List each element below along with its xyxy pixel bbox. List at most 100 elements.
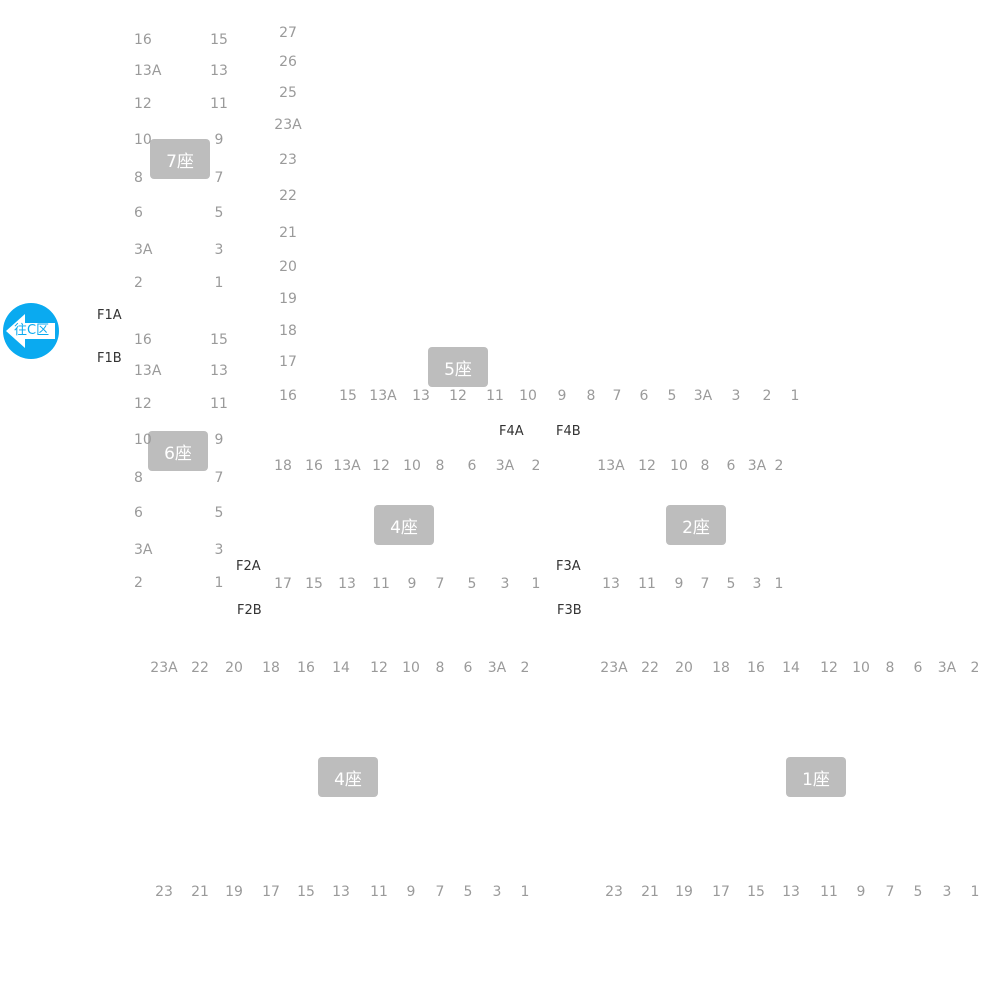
unit-number: 13	[338, 576, 356, 592]
unit-number: 8	[134, 470, 143, 486]
unit-number: 3A	[747, 458, 767, 474]
unit-number: 9	[406, 884, 416, 900]
unit-number: 9	[214, 132, 224, 148]
unit-number: 9	[557, 388, 567, 404]
unit-number: 1	[531, 576, 541, 592]
unit-number: 27	[279, 25, 297, 41]
unit-number: 15	[210, 32, 228, 48]
unit-number: 8	[435, 458, 445, 474]
unit-number: 3	[500, 576, 510, 592]
unit-number: 19	[279, 291, 297, 307]
unit-number: 1	[214, 575, 224, 591]
unit-number: 6	[726, 458, 736, 474]
unit-number: 2	[774, 458, 784, 474]
unit-number: 22	[191, 660, 209, 676]
block-6-label[interactable]: 6座	[148, 431, 208, 471]
unit-number: 15	[747, 884, 765, 900]
unit-number: 11	[370, 884, 388, 900]
unit-number: 5	[726, 576, 736, 592]
unit-number: 6	[134, 505, 143, 521]
unit-number: 22	[279, 188, 297, 204]
unit-number: 7	[214, 170, 224, 186]
unit-number: 2	[531, 458, 541, 474]
unit-number: 16	[747, 660, 765, 676]
unit-number: 9	[214, 432, 224, 448]
unit-number: 20	[279, 259, 297, 275]
unit-number: 21	[641, 884, 659, 900]
unit-number: 15	[297, 884, 315, 900]
unit-number: 15	[210, 332, 228, 348]
unit-number: 5	[667, 388, 677, 404]
block-4-lower-label[interactable]: 4座	[318, 757, 378, 797]
unit-number: 10	[852, 660, 870, 676]
facility-f2a: F2A	[236, 559, 261, 574]
unit-number: 3A	[487, 660, 507, 676]
unit-number: 18	[712, 660, 730, 676]
unit-number: 11	[372, 576, 390, 592]
unit-number: 2	[970, 660, 980, 676]
unit-number: 10	[670, 458, 688, 474]
unit-number: 7	[435, 576, 445, 592]
unit-number: 15	[305, 576, 323, 592]
unit-number: 8	[700, 458, 710, 474]
unit-number: 11	[820, 884, 838, 900]
arrow-left-icon	[6, 314, 55, 348]
unit-number: 18	[274, 458, 292, 474]
block-7-label[interactable]: 7座	[150, 139, 210, 179]
unit-number: 13A	[333, 458, 361, 474]
block-1-label[interactable]: 1座	[786, 757, 846, 797]
unit-number: 10	[134, 132, 152, 148]
unit-number: 2	[520, 660, 530, 676]
unit-number: 6	[134, 205, 143, 221]
unit-number: 5	[913, 884, 923, 900]
unit-number: 12	[134, 96, 152, 112]
unit-number: 12	[449, 388, 467, 404]
unit-number: 10	[519, 388, 537, 404]
unit-number: 7	[700, 576, 710, 592]
unit-number: 6	[913, 660, 923, 676]
unit-number: 13	[602, 576, 620, 592]
unit-number: 10	[134, 432, 152, 448]
unit-number: 12	[370, 660, 388, 676]
unit-number: 15	[339, 388, 357, 404]
unit-number: 21	[191, 884, 209, 900]
unit-number: 23	[605, 884, 623, 900]
unit-number: 16	[134, 32, 152, 48]
unit-number: 25	[279, 85, 297, 101]
unit-number: 21	[279, 225, 297, 241]
unit-number: 3	[752, 576, 762, 592]
block-2-label[interactable]: 2座	[666, 505, 726, 545]
unit-number: 3A	[937, 660, 957, 676]
unit-number: 11	[638, 576, 656, 592]
unit-number: 7	[612, 388, 622, 404]
unit-number: 23	[155, 884, 173, 900]
unit-number: 1	[970, 884, 980, 900]
unit-number: 13	[332, 884, 350, 900]
unit-number: 1	[214, 275, 224, 291]
unit-number: 1	[790, 388, 800, 404]
unit-number: 7	[214, 470, 224, 486]
unit-number: 6	[467, 458, 477, 474]
facility-f1b: F1B	[97, 351, 122, 366]
unit-number: 17	[262, 884, 280, 900]
unit-number: 26	[279, 54, 297, 70]
unit-number: 5	[467, 576, 477, 592]
facility-f4b: F4B	[556, 424, 581, 439]
unit-number: 13	[782, 884, 800, 900]
unit-number: 8	[435, 660, 445, 676]
block-4-upper-label[interactable]: 4座	[374, 505, 434, 545]
unit-number: 9	[674, 576, 684, 592]
unit-number: 10	[402, 660, 420, 676]
unit-number: 8	[586, 388, 596, 404]
unit-number: 13A	[597, 458, 625, 474]
unit-number: 23	[279, 152, 297, 168]
to-zone-c-button[interactable]: 往C区	[3, 303, 59, 359]
block-5-label[interactable]: 5座	[428, 347, 488, 387]
unit-number: 6	[639, 388, 649, 404]
unit-number: 19	[675, 884, 693, 900]
facility-f4a: F4A	[499, 424, 524, 439]
unit-number: 2	[134, 275, 143, 291]
facility-f2b: F2B	[237, 603, 262, 618]
